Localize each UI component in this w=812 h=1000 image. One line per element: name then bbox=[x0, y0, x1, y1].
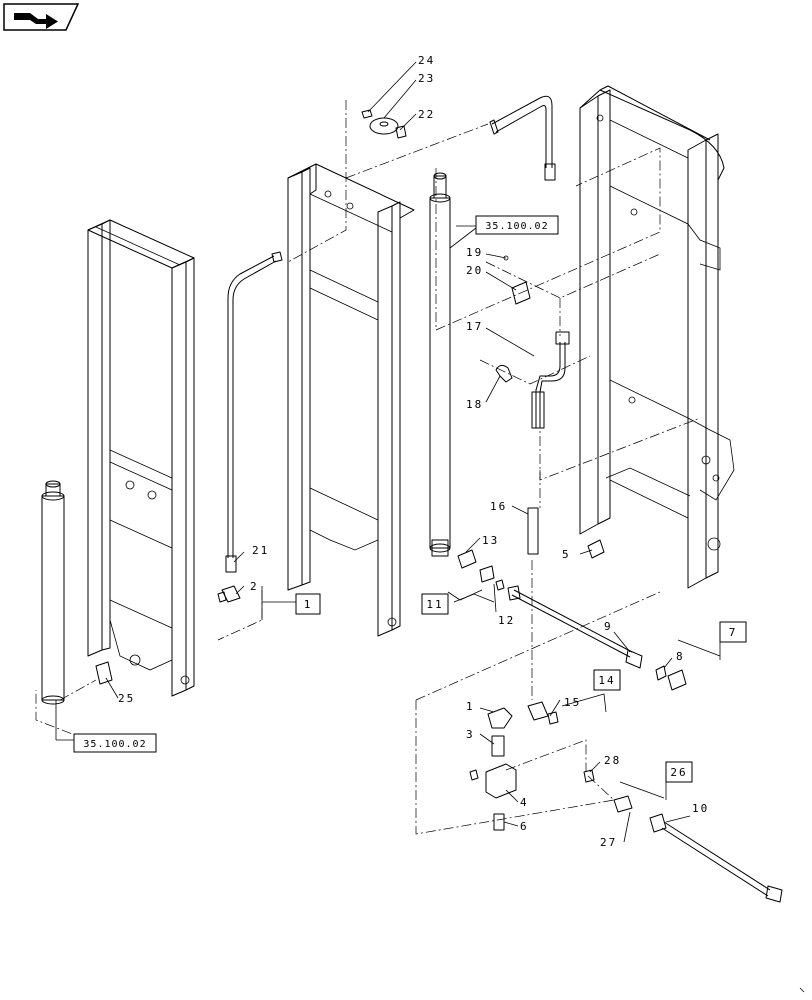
corner-mark bbox=[799, 987, 805, 993]
callout-10[interactable]: 10 bbox=[692, 802, 709, 815]
callout-22[interactable]: 22 bbox=[418, 108, 435, 121]
assembly-lines bbox=[35, 100, 701, 835]
top-hose-tube bbox=[489, 95, 556, 181]
boxed-callout-14[interactable]: 14 bbox=[593, 669, 621, 691]
callout-27[interactable]: 27 bbox=[600, 836, 617, 849]
callout-label: 14 bbox=[598, 674, 615, 687]
callout-4[interactable]: 4 bbox=[520, 796, 529, 809]
callout-19[interactable]: 19 bbox=[466, 246, 483, 259]
callout-20[interactable]: 20 bbox=[466, 264, 483, 277]
part-15-fitting bbox=[527, 701, 559, 725]
boxed-callout-26[interactable]: 26 bbox=[665, 761, 693, 783]
bracket-leaders bbox=[55, 225, 721, 800]
callout-18[interactable]: 18 bbox=[466, 398, 483, 411]
hose-17 bbox=[531, 331, 570, 429]
part-16-tube bbox=[527, 507, 539, 555]
callout-numbers: 24 23 22 19 20 17 18 16 13 5 21 2 12 9 8… bbox=[118, 54, 709, 849]
callout-13[interactable]: 13 bbox=[482, 534, 499, 547]
callout-5[interactable]: 5 bbox=[562, 548, 571, 561]
right-lift-cylinder bbox=[429, 172, 451, 557]
part-25-fitting bbox=[95, 661, 119, 699]
callout-28[interactable]: 28 bbox=[604, 754, 621, 767]
boxed-callout-7[interactable]: 7 bbox=[719, 621, 747, 643]
next-page-arrow-icon[interactable] bbox=[3, 3, 80, 31]
boxed-callout-1[interactable]: 1 bbox=[295, 593, 321, 615]
callout-label: 11 bbox=[426, 598, 443, 611]
hose-21 bbox=[225, 251, 283, 573]
part-28-plug bbox=[583, 769, 595, 783]
pulley-assembly bbox=[361, 109, 407, 139]
callout-8[interactable]: 8 bbox=[676, 650, 685, 663]
part-8-fitting bbox=[655, 665, 687, 691]
carriage-frame bbox=[579, 85, 735, 589]
ref-box-35-100-02-top[interactable]: 35.100.02 bbox=[475, 215, 559, 235]
left-lift-cylinder bbox=[41, 480, 65, 705]
callout-3[interactable]: 3 bbox=[466, 728, 475, 741]
callout-1[interactable]: 1 bbox=[466, 700, 475, 713]
part-2-elbow bbox=[217, 585, 241, 603]
inner-mast-frame bbox=[287, 163, 415, 637]
callout-23[interactable]: 23 bbox=[418, 72, 435, 85]
hose-10 bbox=[613, 795, 783, 903]
callout-label: 26 bbox=[670, 766, 687, 779]
boxed-callout-11[interactable]: 11 bbox=[421, 593, 449, 615]
callout-6[interactable]: 6 bbox=[520, 820, 529, 833]
outer-mast-frame bbox=[87, 219, 195, 697]
leader-lines bbox=[233, 61, 691, 843]
callout-label: 1 bbox=[304, 598, 313, 611]
callout-24[interactable]: 24 bbox=[418, 54, 435, 67]
ref-box-label: 35.100.02 bbox=[485, 221, 548, 232]
callout-2[interactable]: 2 bbox=[250, 580, 259, 593]
callout-label: 7 bbox=[729, 626, 738, 639]
callout-12[interactable]: 12 bbox=[498, 614, 515, 627]
ref-box-label: 35.100.02 bbox=[83, 739, 146, 750]
callout-9[interactable]: 9 bbox=[604, 620, 613, 633]
callout-21[interactable]: 21 bbox=[252, 544, 269, 557]
part-18-clamp bbox=[495, 364, 513, 383]
callout-17[interactable]: 17 bbox=[466, 320, 483, 333]
ref-box-35-100-02-bottom[interactable]: 35.100.02 bbox=[73, 733, 157, 753]
part-20-bracket bbox=[503, 255, 531, 305]
valve-block bbox=[469, 707, 517, 831]
callout-15[interactable]: 15 bbox=[564, 696, 581, 709]
part-5-bolt bbox=[587, 539, 605, 559]
hose-9 bbox=[507, 585, 643, 669]
callout-25[interactable]: 25 bbox=[118, 692, 135, 705]
part-13-fitting bbox=[457, 549, 505, 591]
callout-16[interactable]: 16 bbox=[490, 500, 507, 513]
